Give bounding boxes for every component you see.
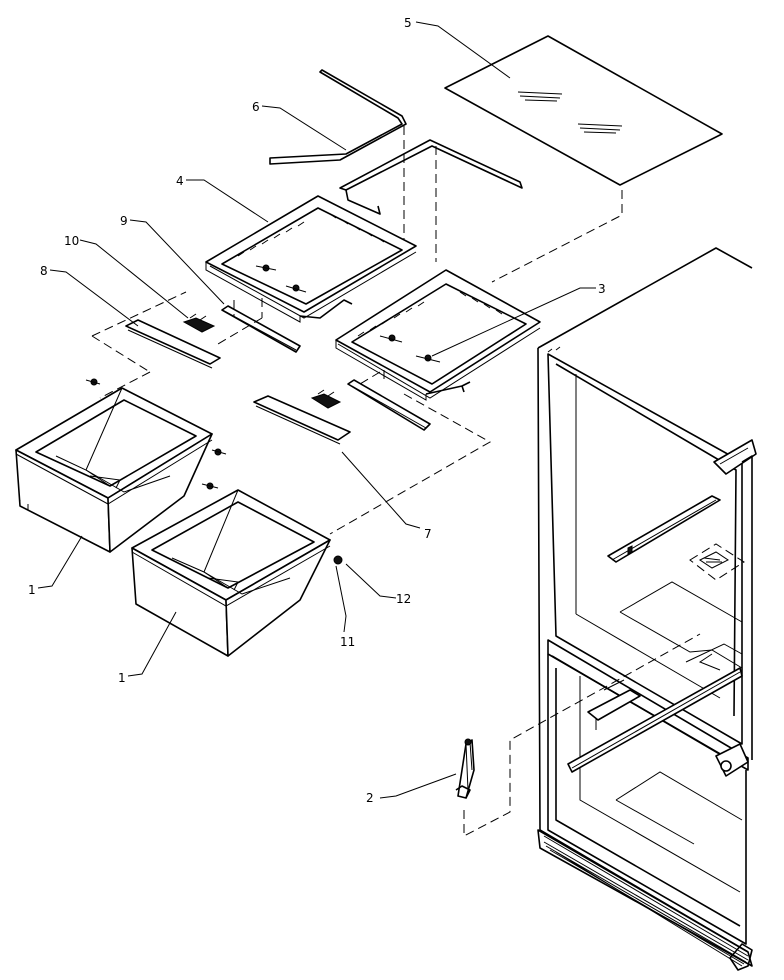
leader-lines <box>37 21 596 799</box>
frame-drop-left <box>217 298 263 345</box>
callout-2: 2 <box>366 791 374 805</box>
refrigerator-cabinet <box>537 247 757 971</box>
callout-11: 11 <box>340 635 355 649</box>
callout-8: 8 <box>40 264 48 278</box>
callout-6: 6 <box>252 100 260 114</box>
callout-1-lower: 1 <box>118 671 126 685</box>
crisper-cover-frame-left <box>205 195 417 323</box>
crisper-drawer-lower <box>131 489 343 657</box>
slide-rail-right <box>347 379 431 431</box>
hinge-bracket <box>455 633 701 837</box>
callout-4: 4 <box>176 174 184 188</box>
callout-3: 3 <box>598 282 606 296</box>
crisper-cover-panel-right <box>253 395 351 445</box>
slide-rail-left <box>221 305 301 353</box>
crisper-drawer-upper <box>15 378 227 553</box>
glass-shelf <box>444 35 723 283</box>
callout-7: 7 <box>424 527 432 541</box>
callout-labels: 5 6 4 9 10 8 3 7 1 1 11 12 2 <box>28 16 606 805</box>
callout-5: 5 <box>404 16 412 30</box>
assembly-outline-right <box>329 370 492 535</box>
shelf-wire-frame <box>339 126 523 262</box>
crisper-cover-panel-left <box>125 319 221 369</box>
callout-12: 12 <box>396 592 411 606</box>
callout-1-upper: 1 <box>28 583 36 597</box>
slide-clip-right <box>310 389 342 409</box>
assembly-outline-left <box>91 291 187 399</box>
crisper-cover-frame-right <box>335 269 541 401</box>
callout-10: 10 <box>64 234 79 248</box>
shelf-trim-rod <box>269 69 407 165</box>
slide-clip-left <box>182 313 216 333</box>
callout-9: 9 <box>120 214 128 228</box>
